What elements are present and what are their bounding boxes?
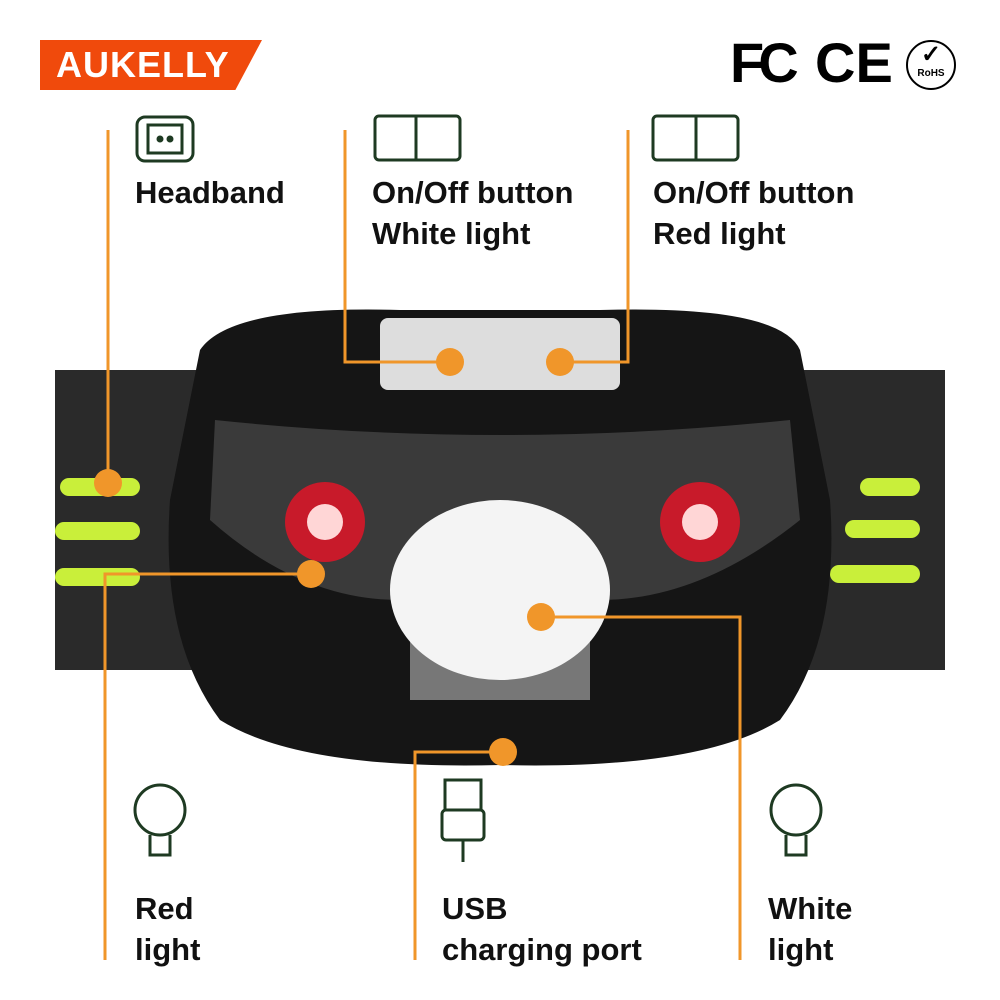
switch-icon [651, 114, 740, 162]
check-icon: ✓ [920, 41, 942, 68]
reflective-stripes [55, 478, 920, 586]
button-panel [380, 318, 620, 390]
callout-headband: Headband [135, 175, 285, 210]
usb-icon [440, 778, 486, 862]
callout-dots [94, 348, 574, 766]
rohs-text: RoHS [917, 68, 945, 79]
leader-lines [103, 130, 742, 960]
white-led-glow [390, 500, 610, 680]
headband-icon [135, 115, 195, 163]
bulb-icon [769, 783, 823, 857]
ce-logo: CE [815, 31, 893, 94]
fcc-logo: FC [730, 31, 799, 94]
rohs-logo: ✓ RoHS [906, 40, 956, 90]
brand-logo: AUKELLY [40, 40, 262, 90]
switch-icon [373, 114, 462, 162]
bulb-icon [133, 783, 187, 857]
